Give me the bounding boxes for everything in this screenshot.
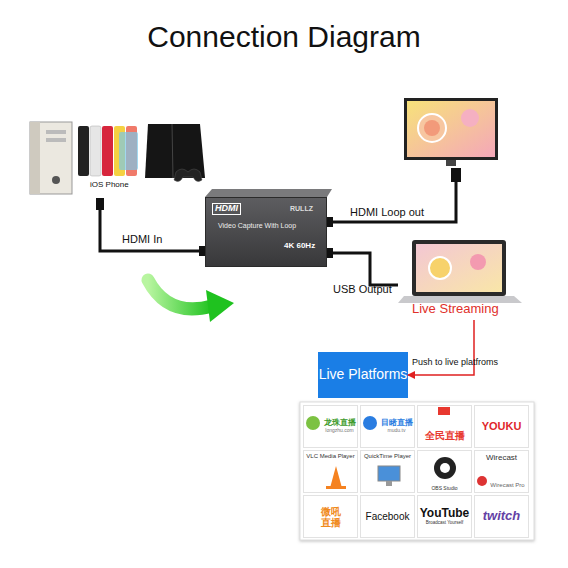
node-text: twitch (483, 509, 521, 523)
wire-label: HDMI Loop out (350, 206, 424, 218)
platform-cell: QuickTime Player (360, 450, 415, 493)
platform-cell: twitch (474, 495, 529, 538)
tv-monitor (404, 98, 498, 166)
platform-cell: YouTubeBroadcast Yourself (417, 495, 472, 538)
node-text: QuickTime Player (364, 453, 411, 460)
node-text: 全民直播 (425, 430, 465, 441)
platform-cell: 全民直播 (417, 405, 472, 448)
platforms-box: Live Platforms (318, 352, 408, 398)
node-text: Video Capture With Loop (218, 222, 296, 230)
hdmi-plug (96, 198, 104, 210)
pc-tower (30, 122, 72, 194)
laptop-node: Live Streaming (398, 238, 523, 320)
node-text: mudu.tv (388, 428, 406, 434)
platform-cell: YOUKU (474, 405, 529, 448)
port-loop (327, 217, 333, 227)
platform-cell: Facebook (360, 495, 415, 538)
loop-out-wire (333, 180, 456, 222)
platform-icons (306, 407, 487, 489)
node-text: Live Platforms (319, 367, 408, 382)
game-console (145, 124, 205, 182)
node-text: 4K 60Hz (284, 242, 315, 251)
node-text: 龙珠直播 (324, 419, 356, 428)
platform-cell: WirecastWirecast Pro (474, 450, 529, 493)
hdmi-plug (451, 168, 461, 182)
node-text: YOUKU (482, 420, 522, 432)
source-devices: iOS Phone (28, 118, 208, 198)
node-text: iOS Phone (90, 181, 129, 190)
platform-cell: 目睹直播mudu.tv (360, 405, 415, 448)
node-text: Live Streaming (412, 302, 499, 316)
platform-panel (300, 402, 534, 540)
platform-cell: 龙珠直播longzhu.com (303, 405, 358, 448)
node-text: 微吼 直播 (319, 506, 343, 528)
node-text: Broadcast Yourself (426, 521, 464, 526)
platform-cell: OBS Studio (417, 450, 472, 493)
diagram-title: Connection Diagram (0, 20, 568, 54)
port-usb (327, 248, 333, 258)
platform-cell: VLC Media Player (303, 450, 358, 493)
edge-label: HDMI In (122, 233, 162, 245)
node-text: Wirecast Pro (478, 482, 524, 489)
capture-box: HDMI RULLZ Video Capture With Loop 4K 60Hz (205, 197, 327, 267)
node-text: OBS Studio (431, 486, 457, 492)
connector (327, 253, 398, 285)
edge-label: Push to live platfroms (412, 358, 498, 368)
platform-cell: 微吼 直播 (303, 495, 358, 538)
connector (100, 198, 205, 251)
node-text: 目睹直播 (381, 419, 413, 428)
node-text: Wirecast (486, 454, 517, 463)
node-text: VLC Media Player (306, 453, 354, 460)
node-text: Facebook (366, 511, 410, 522)
node-text: HDMI (212, 203, 241, 215)
node-text: YouTube (420, 507, 470, 520)
flow-arrow (148, 280, 234, 322)
laptop (398, 240, 522, 303)
box-top-face (205, 189, 332, 197)
phones (78, 126, 138, 176)
node-text: longzhu.com (325, 428, 353, 434)
node-text: RULLZ (290, 205, 313, 213)
edge-label: USB Output (333, 283, 392, 295)
